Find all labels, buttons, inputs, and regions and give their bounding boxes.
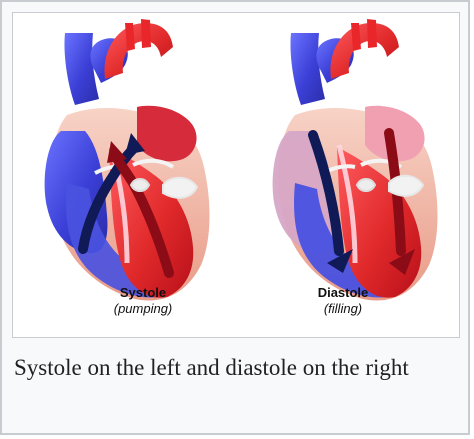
figure-caption: Systole on the left and diastole on the … (14, 351, 459, 385)
systole-left-valve-bulb (163, 178, 197, 198)
systole-small-valve (131, 179, 149, 191)
diastole-heart (273, 19, 438, 301)
diastole-aorta-branch-2 (367, 19, 377, 48)
systole-label: Systole (pumping) (68, 285, 218, 317)
systole-subtitle: (pumping) (68, 301, 218, 317)
systole-superior-vena-cava (64, 33, 99, 105)
diastole-aorta-arch (330, 23, 399, 79)
diastole-subtitle: (filling) (268, 301, 418, 317)
diastole-left-valve-bulb (389, 176, 423, 196)
diastole-label: Diastole (filling) (268, 285, 418, 317)
diastole-superior-vena-cava (290, 33, 325, 105)
diastole-small-valve (357, 179, 375, 191)
systole-heart (45, 19, 210, 301)
diastole-title: Diastole (268, 285, 418, 301)
systole-aorta-arch (104, 23, 173, 79)
heart-cycle-figure[interactable]: Systole (pumping) Diastole (filling) (12, 12, 460, 338)
systole-title: Systole (68, 285, 218, 301)
systole-left-atrium (137, 106, 197, 162)
systole-aorta-branch-2 (141, 19, 151, 48)
